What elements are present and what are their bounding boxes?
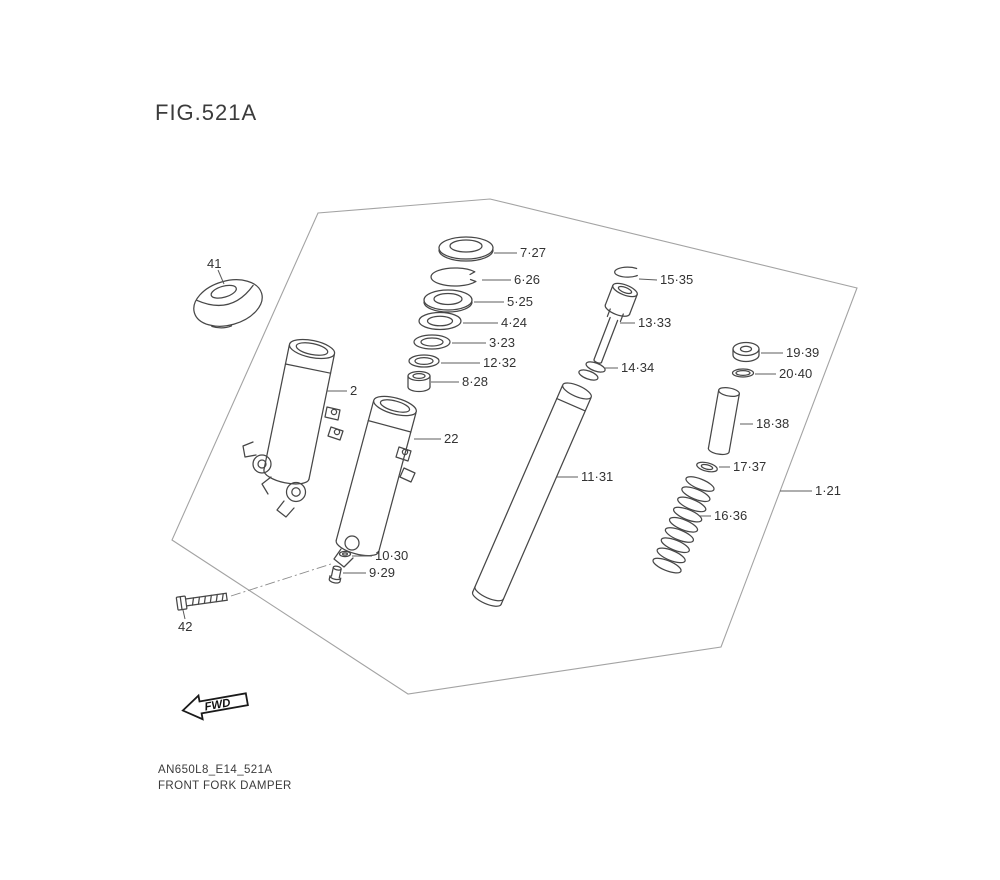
part-label-16-36: 16·36 (714, 508, 747, 523)
part-label-12-32: 12·32 (483, 355, 516, 370)
part-7-27-cap-drawing (438, 236, 494, 262)
part-label-9-29: 9·29 (369, 565, 395, 580)
part-18-38-collar-drawing (707, 387, 740, 456)
part-41-protector-drawing (193, 279, 263, 329)
part-label-18-38: 18·38 (756, 416, 789, 431)
part-9-29-bolt-drawing (328, 565, 342, 584)
part-label-1-21: 1·21 (815, 483, 841, 498)
part-10-30-washer-drawing (338, 550, 352, 558)
part-label-5-25: 5·25 (507, 294, 533, 309)
part-label-42: 42 (178, 619, 192, 634)
part-4-24-retainer-drawing (418, 311, 462, 331)
bolt-42-alignment-line (230, 563, 332, 597)
part-2-outer-tube-drawing (242, 338, 344, 518)
part-label-11-31: 11·31 (581, 469, 613, 484)
part-16-36-spring-drawing (652, 476, 715, 574)
part-label-8-28: 8·28 (462, 374, 488, 389)
part-8-28-bush-drawing (407, 370, 431, 393)
part-22-outer-tube-drawing (333, 395, 417, 568)
part-label-22: 22 (444, 431, 458, 446)
fwd-label: FWD (204, 697, 232, 713)
part-11-31-inner-tube-drawing (471, 382, 593, 607)
part-6-26-stopper-ring-drawing (430, 267, 477, 287)
part-14-34-rings-drawing (578, 361, 606, 381)
figure-title: FIG.521A (155, 100, 258, 125)
part-5-25-oil-seal-drawing (423, 289, 473, 313)
part-label-17-37: 17·37 (733, 459, 766, 474)
part-13-33-damper-rod-drawing (593, 282, 638, 364)
part-42-bolt-drawing (175, 592, 228, 611)
part-3-23-bush-drawing (413, 334, 451, 350)
part-label-15-35: 15·35 (660, 272, 693, 287)
part-label-19-39: 19·39 (786, 345, 819, 360)
part-15-35-circlip-drawing (614, 266, 638, 278)
part-labels-group: 41 2 22 7·27 6·26 5·25 4·24 3·23 12·32 8… (178, 245, 841, 634)
part-label-7-27: 7·27 (520, 245, 546, 260)
part-label-41: 41 (207, 256, 221, 271)
part-label-20-40: 20·40 (779, 366, 812, 381)
part-12-32-washer-drawing (408, 354, 440, 368)
document-code: AN650L8_E14_521A (158, 764, 273, 776)
part-label-13-33: 13·33 (638, 315, 671, 330)
part-19-39-cap-drawing (732, 341, 760, 363)
diagram-border (171, 198, 858, 695)
part-17-37-seat-drawing (696, 461, 718, 473)
leader-lines (182, 252, 812, 620)
part-label-2: 2 (350, 383, 357, 398)
part-label-10-30: 10·30 (375, 548, 408, 563)
part-label-14-34: 14·34 (621, 360, 654, 375)
document-title: FRONT FORK DAMPER (158, 780, 292, 792)
part-label-4-24: 4·24 (501, 315, 527, 330)
fwd-arrow-shape (181, 692, 249, 721)
part-20-40-oring-drawing (731, 368, 755, 378)
fwd-arrow: FWD (181, 692, 249, 721)
part-label-6-26: 6·26 (514, 272, 540, 287)
part-label-3-23: 3·23 (489, 335, 515, 350)
